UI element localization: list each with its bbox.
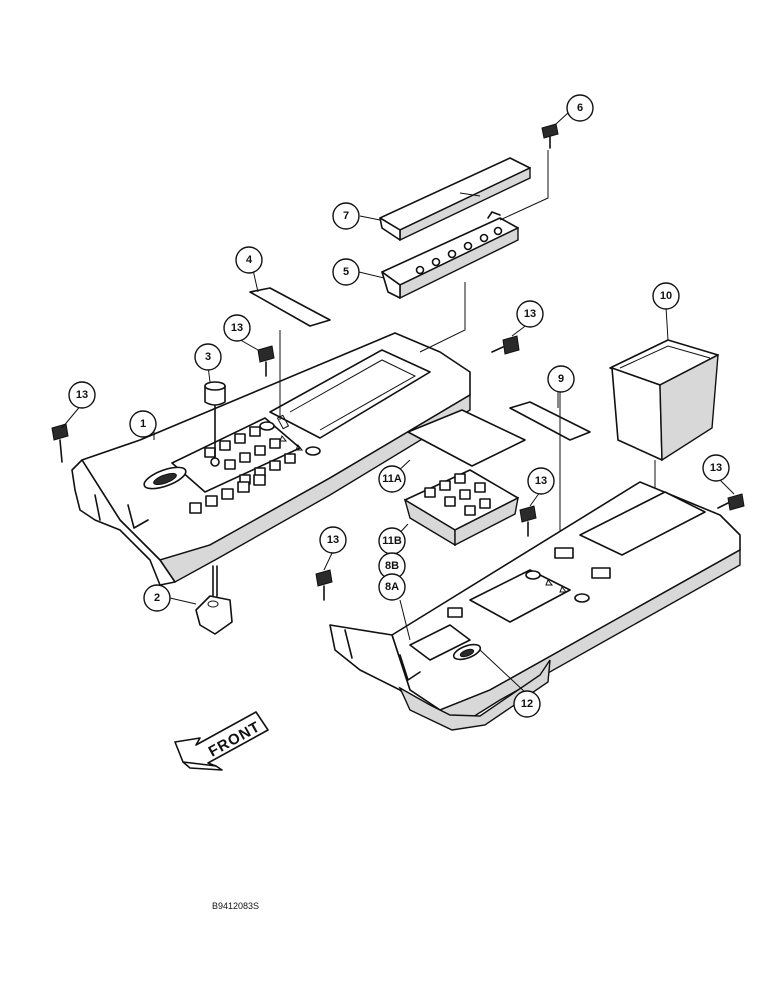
callout-1: 1 [129, 410, 157, 438]
callout-9: 9 [547, 365, 575, 393]
callout-4: 4 [235, 246, 263, 274]
callout-6: 6 [566, 94, 594, 122]
svg-text:11A: 11A [382, 473, 402, 485]
right-console-assembly [329, 481, 741, 731]
callout-13-upper-right: 13 [516, 300, 544, 328]
switch-box-part-11b [403, 469, 519, 547]
screw-13-d [519, 505, 537, 537]
svg-text:3: 3 [205, 351, 211, 363]
front-direction-arrow: FRONT [174, 711, 269, 771]
callout-13-left: 13 [68, 381, 96, 409]
callout-8a: 8A [378, 573, 406, 601]
svg-text:13: 13 [535, 475, 547, 487]
drawing-code: B9412083S [212, 901, 259, 911]
switch-grid [204, 426, 296, 485]
pad-part-4 [249, 287, 331, 327]
svg-text:9: 9 [558, 373, 564, 385]
switch-housing-part-5 [381, 211, 519, 300]
svg-text:13: 13 [231, 322, 243, 334]
svg-text:7: 7 [343, 210, 349, 222]
screw-13-c [491, 335, 520, 355]
screw-13-e [315, 569, 333, 601]
callout-13-lower-left: 13 [319, 526, 347, 554]
callout-10: 10 [652, 282, 680, 310]
svg-text:6: 6 [577, 102, 583, 114]
panel-part-11a [407, 409, 526, 467]
front-button-row [189, 474, 266, 514]
svg-text:13: 13 [327, 534, 339, 546]
svg-text:10: 10 [660, 290, 672, 302]
svg-text:13: 13 [76, 389, 88, 401]
svg-text:11B: 11B [382, 535, 402, 547]
svg-text:12: 12 [521, 698, 533, 710]
svg-text:13: 13 [710, 462, 722, 474]
svg-text:8A: 8A [385, 581, 399, 593]
callout-11a: 11A [378, 465, 406, 493]
callout-11b: 11B [378, 527, 406, 555]
cover-part-7 [379, 157, 531, 242]
callout-12: 12 [513, 690, 541, 718]
pad-part-9 [509, 401, 591, 441]
storage-bin-part-10 [609, 339, 719, 462]
callout-13-right: 13 [702, 454, 730, 482]
callout-2: 2 [143, 584, 171, 612]
svg-text:5: 5 [343, 266, 349, 278]
svg-text:1: 1 [140, 418, 146, 430]
svg-text:8B: 8B [385, 560, 399, 572]
callout-13-mid: 13 [527, 467, 555, 495]
callout-3: 3 [194, 343, 222, 371]
callout-7: 7 [332, 202, 360, 230]
screw-part-6 [541, 123, 559, 149]
screw-13-b [257, 345, 275, 377]
screw-13-f [717, 493, 745, 511]
left-console-assembly [71, 332, 471, 635]
callout-8b: 8B [378, 552, 406, 580]
knob-part [204, 381, 226, 467]
callout-13-upper-mid: 13 [223, 314, 251, 342]
screw-13-a [51, 423, 69, 463]
svg-text:4: 4 [246, 254, 253, 266]
svg-text:13: 13 [524, 308, 536, 320]
svg-text:2: 2 [154, 592, 160, 604]
callout-5: 5 [332, 258, 360, 286]
